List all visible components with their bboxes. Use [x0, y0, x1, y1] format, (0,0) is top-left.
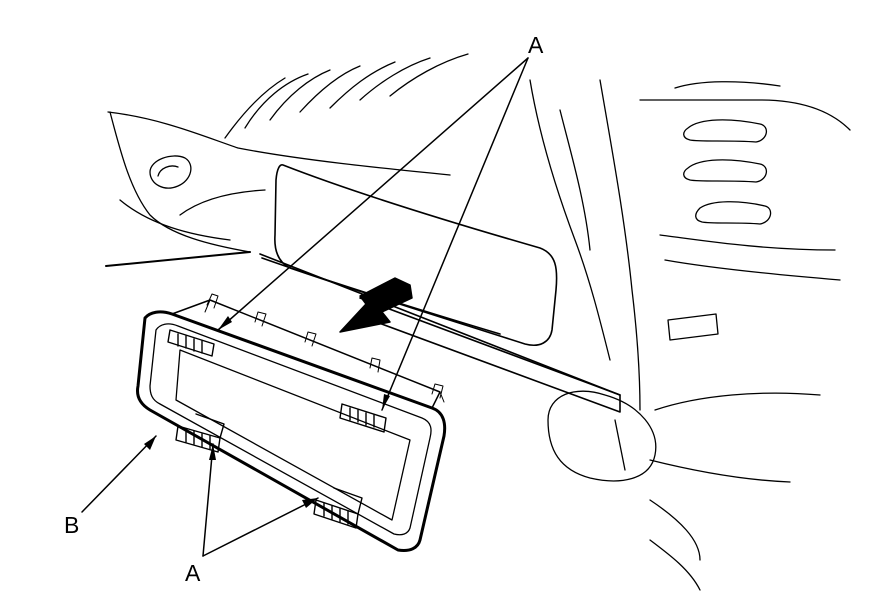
leader-b [81, 435, 157, 513]
clip-a-bottom-left [175, 413, 225, 453]
dashboard-opening [259, 164, 621, 413]
leader-arrowheads [144, 316, 390, 508]
callout-label-b: B [64, 512, 80, 538]
clip-a-bottom-right [313, 487, 363, 529]
removal-direction-arrow [339, 277, 413, 333]
leader-lines [81, 57, 529, 557]
clip-a-top-right [339, 403, 387, 433]
leader-a-bottom-1 [202, 443, 214, 557]
leader-a-top-1 [217, 57, 529, 331]
dashboard-body [105, 53, 851, 591]
leader-a-top-2 [381, 57, 529, 411]
callout-label-a-bottom: A [185, 560, 201, 586]
callout-label-a-top: A [528, 32, 544, 58]
leader-a-bottom-2 [202, 497, 319, 557]
clip-a-top-left [167, 329, 215, 357]
trim-panel [136, 293, 447, 552]
